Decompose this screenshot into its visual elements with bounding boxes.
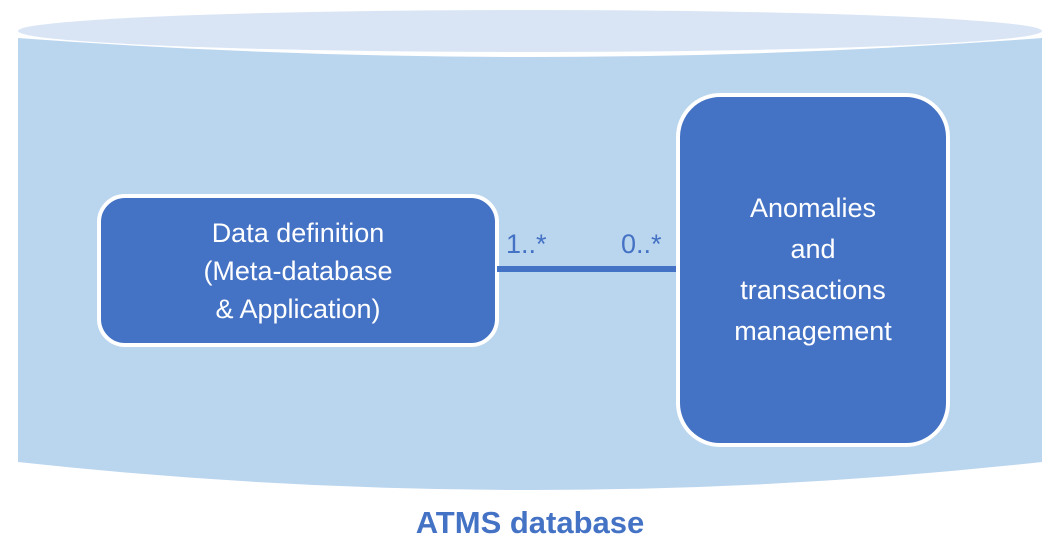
node-anomalies-transactions: Anomalies and transactions management [676,93,950,447]
node-anomalies-line-1: Anomalies [749,193,877,223]
node-data-definition: Data definition (Meta-database & Applica… [97,194,499,347]
multiplicity-label-source: 1..* [506,229,547,259]
node-anomalies-line-3: transactions [740,275,886,305]
node-data-definition-line-2: (Meta-database [203,255,393,286]
association-line [497,266,678,272]
multiplicity-label-target: 0..* [621,229,662,259]
node-anomalies-line-2: and [790,234,836,264]
node-anomalies-line-4: management [734,316,892,346]
node-data-definition-line-3: & Application) [215,293,381,324]
node-data-definition-line-1: Data definition [211,217,385,248]
database-title: ATMS database [415,505,645,540]
cylinder-top-face [18,10,1042,52]
